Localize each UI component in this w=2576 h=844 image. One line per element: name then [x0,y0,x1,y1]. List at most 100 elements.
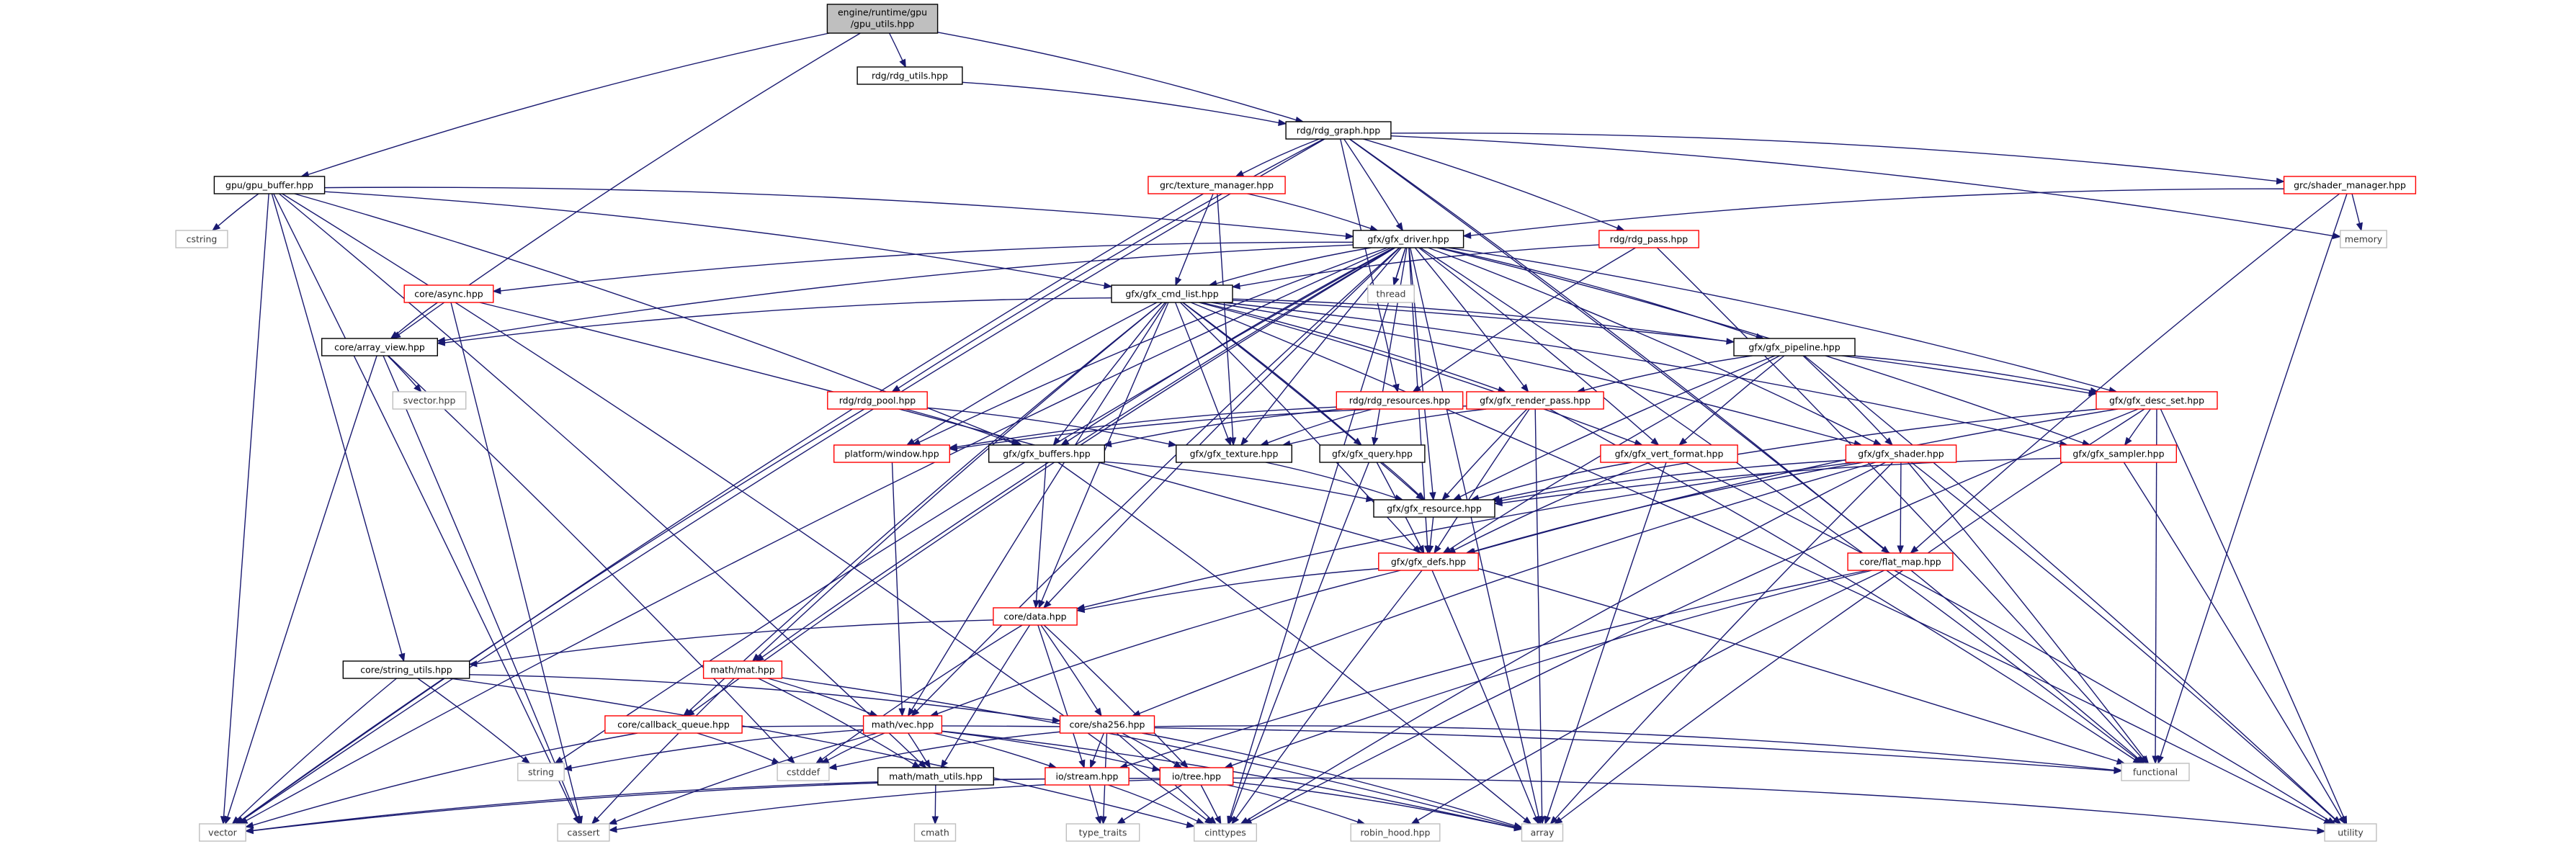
edge-line [1804,355,2336,820]
arrowhead [931,816,939,825]
edge-line [1349,138,1884,549]
node-gfx-pipeline[interactable]: gfx/gfx_pipeline.hpp [1733,338,1856,356]
edge-line [241,408,865,821]
node-io-tree[interactable]: io/tree.hpp [1159,767,1234,786]
node-sha256[interactable]: core/sha256.hpp [1059,715,1155,734]
node-platform-window[interactable]: platform/window.hpp [833,444,950,463]
node-gfx-shader[interactable]: gfx/gfx_shader.hpp [1845,444,1957,463]
edge-line [1417,570,1884,821]
node-io-stream[interactable]: io/stream.hpp [1045,767,1130,786]
node-shader-manager[interactable]: grc/shader_manager.hpp [2283,176,2417,194]
edge-gfx-driver-to-callback-queue [686,247,1396,717]
node-box [833,444,950,463]
node-gfx-driver[interactable]: gfx/gfx_driver.hpp [1352,230,1464,248]
node-label: gfx/gfx_desc_set.hpp [2109,395,2204,406]
edge-gpu-buffer-to-gfx-cmd-list [324,191,1113,289]
node-gfx-query[interactable]: gfx/gfx_query.hpp [1319,444,1426,463]
edge-line [1265,462,1396,499]
edge-line [1473,462,1864,552]
edge-gfx-shader-to-utility [1910,462,2341,825]
edge-line [324,187,1346,237]
node-label: gpu/gpu_buffer.hpp [225,180,313,191]
edge-line [1123,784,1183,821]
node-rdg-resources[interactable]: rdg/rdg_resources.hpp [1336,391,1464,410]
node-rdg-graph[interactable]: rdg/rdg_graph.hpp [1285,121,1392,140]
node-rdg-pool[interactable]: rdg/rdg_pool.hpp [827,391,928,410]
node-gfx-buffers[interactable]: gfx/gfx_buffers.hpp [988,444,1105,463]
node-gfx-resource[interactable]: gfx/gfx_resource.hpp [1373,499,1495,518]
edge-line [782,677,1515,827]
node-label: gfx/gfx_cmd_list.hpp [1125,289,1218,300]
node-flat-map[interactable]: core/flat_map.hpp [1847,552,1954,571]
node-label: gfx/gfx_shader.hpp [1858,449,1944,459]
edge-callback-queue-to-cstddef [697,732,781,764]
node-rdg-pass[interactable]: rdg/rdg_pass.hpp [1598,230,1699,248]
node-math-vec[interactable]: math/vec.hpp [862,715,943,734]
node-callback-queue[interactable]: core/callback_queue.hpp [604,715,743,734]
edge-line [1035,462,1047,601]
edge-rdg-graph-to-shader-manager [1390,133,2285,185]
node-box [2324,823,2377,842]
node-gfx-vert-format[interactable]: gfx/gfx_vert_format.hpp [1600,444,1738,463]
node-texture-manager[interactable]: grc/texture_manager.hpp [1148,176,1286,194]
node-gfx-defs[interactable]: gfx/gfx_defs.hpp [1378,552,1479,571]
edge-gfx-driver-to-gfx-cmd-list [1208,247,1372,287]
edge-line [571,729,864,769]
edge-line [1908,462,2145,758]
node-memory: memory [2340,230,2387,248]
edge-line [1199,302,1636,444]
node-gfx-render-pass[interactable]: gfx/gfx_render_pass.hpp [1466,391,1604,410]
node-gpu-buffer[interactable]: gpu/gpu_buffer.hpp [213,176,326,194]
edge-gfx-shader-to-flat-map [1897,462,1904,555]
edge-line [1501,457,2061,504]
node-label: io/stream.hpp [1056,771,1119,782]
node-gfx-cmd-list[interactable]: gfx/gfx_cmd_list.hpp [1111,284,1233,303]
node-box [826,4,939,34]
edge-gfx-render-pass-to-array [1534,408,1546,825]
edge-line [1083,462,1856,608]
node-array-view[interactable]: core/array_view.hpp [321,338,439,356]
node-gfx-desc-set[interactable]: gfx/gfx_desc_set.hpp [2096,391,2218,410]
edge-rdg-graph-to-texture-manager [1235,138,1320,177]
arrowhead [1278,119,1287,127]
node-math-utils[interactable]: math/math_utils.hpp [877,767,994,786]
edge-math-utils-to-cmath [931,784,939,825]
node-string-utils[interactable]: core/string_utils.hpp [342,660,470,679]
edge-gfx-buffers-to-gfx-resource [1104,461,1375,503]
edge-gfx-buffers-to-array [1057,462,1532,825]
node-math-mat[interactable]: math/mat.hpp [702,660,783,679]
node-label: rdg/rdg_graph.hpp [1297,125,1380,136]
node-gfx-sampler[interactable]: gfx/gfx_sampler.hpp [2060,444,2177,463]
edge-line [1122,732,1176,765]
edge-sha256-to-io-tree [1122,732,1183,768]
edge-sha256-to-cstddef [828,731,1060,771]
arrowhead [1042,600,1052,609]
edge-line [1174,302,1229,439]
node-gfx-texture[interactable]: gfx/gfx_texture.hpp [1175,444,1292,463]
node-functional: functional [2121,763,2190,781]
arrowhead [1532,815,1539,825]
arrowhead [573,815,581,825]
arrowhead [2114,766,2123,774]
arrowhead [224,815,231,825]
edge-gfx-cmd-list-to-array-view [436,297,1112,346]
edge-line [271,193,403,655]
edge-line [273,193,577,818]
edge-gfx-pipeline-to-gfx-vert-format [1678,355,1785,446]
edge-shader-manager-to-flat-map [1910,193,2340,554]
edge-line [1246,462,1886,821]
edge-gfx-query-to-gfx-resource [1382,462,1426,500]
node-rdg-utils[interactable]: rdg/rdg_utils.hpp [857,66,963,85]
arrowhead [787,755,795,764]
edge-gfx-cmd-list-to-utility [1190,302,2333,825]
edge-line [957,406,1337,448]
edge-rdg-pass-to-rdg-resources [1412,247,1636,392]
node-label: rdg/rdg_pool.hpp [839,395,916,406]
arrowhead [468,660,478,668]
node-box [862,715,943,734]
edge-line [1190,302,2325,822]
node-root[interactable]: engine/runtime/gpu/gpu_utils.hpp [826,4,939,34]
node-label: robin_hood.hpp [1360,827,1430,838]
node-core-data[interactable]: core/data.hpp [993,607,1078,626]
node-core-async[interactable]: core/async.hpp [403,284,494,303]
